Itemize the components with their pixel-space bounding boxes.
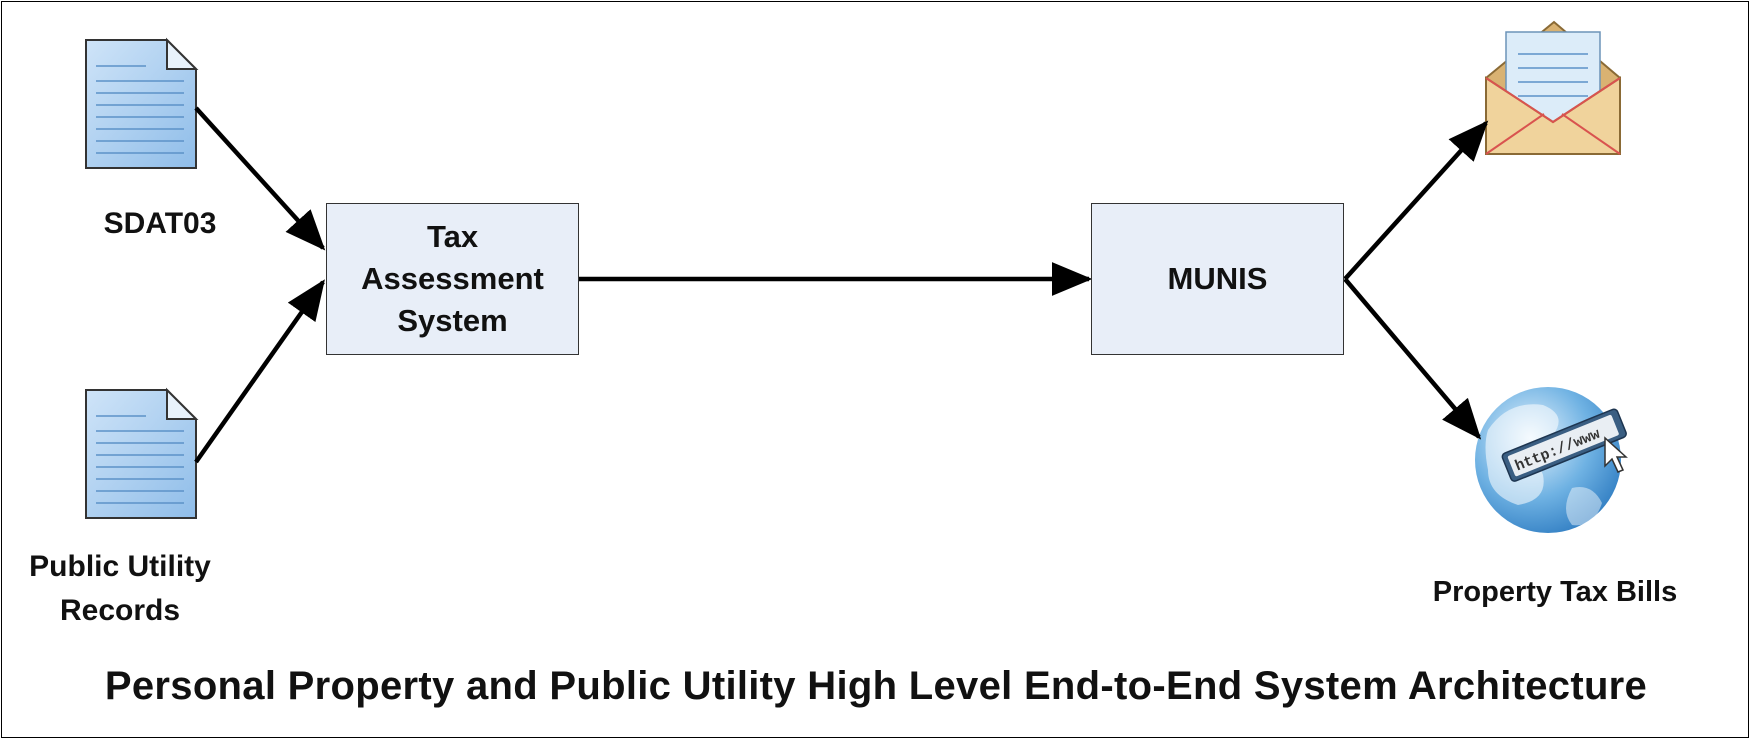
globe-icon: http://www bbox=[1475, 387, 1628, 533]
public-utility-records-label: Public Utility Records bbox=[29, 550, 211, 627]
edge-munis-to-web bbox=[1343, 277, 1482, 440]
tax-assessment-system-box: Tax Assessment System bbox=[326, 203, 579, 355]
property-tax-bills-label: Property Tax Bills bbox=[1432, 576, 1678, 608]
edge-munis-to-mail bbox=[1343, 120, 1489, 281]
tax-assessment-system-label: Tax Assessment System bbox=[361, 219, 544, 338]
document-icon-public-utility bbox=[85, 387, 199, 519]
diagram-title: Personal Property and Public Utility Hig… bbox=[104, 664, 1648, 708]
edge-sdat-to-tax bbox=[194, 106, 326, 251]
munis-label: MUNIS bbox=[1167, 261, 1268, 296]
munis-box: MUNIS bbox=[1091, 203, 1344, 355]
sdat-label: SDAT03 bbox=[103, 207, 217, 240]
document-icon-sdat bbox=[85, 37, 199, 169]
envelope-icon bbox=[1485, 20, 1621, 155]
edge-public-utility-to-tax bbox=[194, 279, 325, 464]
